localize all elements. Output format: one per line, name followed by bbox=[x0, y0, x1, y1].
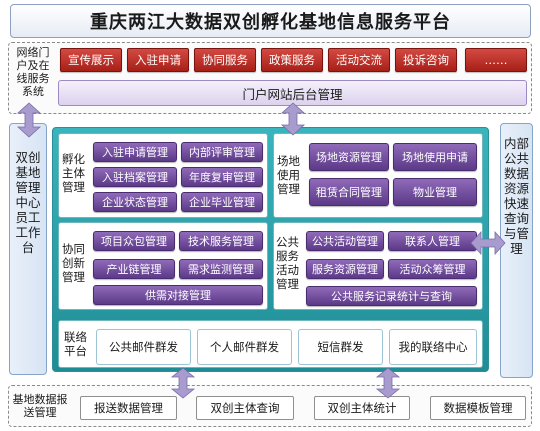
incubation-archive-mgmt[interactable]: 入驻档案管理 bbox=[93, 167, 177, 187]
public-crowdfunding-mgmt[interactable]: 活动众筹管理 bbox=[388, 259, 477, 279]
right-panel bbox=[500, 123, 533, 378]
collab-crowdsourcing-mgmt[interactable]: 项目众包管理 bbox=[93, 231, 175, 251]
collab-industry-chain-mgmt[interactable]: 产业链管理 bbox=[93, 259, 175, 279]
public-service-record-stats[interactable]: 公共服务记录统计与查询 bbox=[306, 286, 477, 306]
left-panel-label: 双创基地管理中心员工工作台 bbox=[15, 150, 41, 255]
arrow-portal-frame-icon bbox=[280, 102, 306, 136]
left-panel bbox=[9, 123, 47, 375]
arrow-frame-report-left-icon bbox=[170, 367, 196, 399]
page-title: 重庆两江大数据双创孵化基地信息服务平台 bbox=[90, 12, 451, 33]
incubation-apply-mgmt[interactable]: 入驻申请管理 bbox=[93, 142, 177, 162]
portal-item-collab[interactable]: 协同服务 bbox=[194, 48, 256, 72]
collab-supply-demand-mgmt[interactable]: 供需对接管理 bbox=[93, 285, 263, 305]
contact-sms[interactable]: 短信群发 bbox=[298, 329, 383, 365]
portal-item-policy[interactable]: 政策服务 bbox=[261, 48, 323, 72]
venue-resource-mgmt[interactable]: 场地资源管理 bbox=[309, 143, 389, 171]
incubation-review-mgmt[interactable]: 内部评审管理 bbox=[181, 142, 263, 162]
report-subject-query[interactable]: 双创主体查询 bbox=[196, 396, 294, 420]
portal-backend-bar[interactable]: 门户网站后台管理 bbox=[58, 80, 527, 106]
arrow-frame-report-right-icon bbox=[375, 367, 401, 399]
contact-public-mail[interactable]: 公共邮件群发 bbox=[96, 329, 191, 365]
report-data-mgmt[interactable]: 报送数据管理 bbox=[80, 396, 177, 420]
contact-label: 联络平台 bbox=[64, 330, 87, 358]
venue-usage-apply[interactable]: 场地使用申请 bbox=[393, 143, 477, 171]
report-subject-stats[interactable]: 双创主体统计 bbox=[314, 396, 410, 420]
public-service-label: 公共服务活动管理 bbox=[276, 235, 299, 291]
right-panel-label: 内部公共数据资源快速查询与管理 bbox=[503, 136, 529, 256]
collab-tech-service-mgmt[interactable]: 技术服务管理 bbox=[179, 231, 263, 251]
contact-my-center[interactable]: 我的联络中心 bbox=[389, 329, 477, 365]
incubation-graduation-mgmt[interactable]: 企业毕业管理 bbox=[181, 192, 263, 212]
arrow-portal-left-panel-icon bbox=[16, 102, 42, 138]
public-activity-mgmt[interactable]: 公共活动管理 bbox=[306, 231, 384, 251]
public-contact-mgmt[interactable]: 联系人管理 bbox=[388, 231, 477, 251]
title-box: 重庆两江大数据双创孵化基地信息服务平台 bbox=[10, 4, 531, 38]
arrow-frame-right-panel-icon bbox=[470, 230, 506, 256]
venue-label: 场地使用管理 bbox=[277, 154, 300, 196]
report-template-mgmt[interactable]: 数据模板管理 bbox=[430, 396, 526, 420]
collab-demand-monitor-mgmt[interactable]: 需求监测管理 bbox=[179, 259, 263, 279]
portal-item-complaint[interactable]: 投诉咨询 bbox=[395, 48, 457, 72]
report-label: 基地数据报送管理 bbox=[12, 393, 68, 419]
incubation-label: 孵化主体管理 bbox=[62, 152, 85, 194]
portal-item-more[interactable]: …… bbox=[465, 48, 527, 72]
collab-label: 协同创新管理 bbox=[62, 242, 85, 284]
portal-item-apply[interactable]: 入驻申请 bbox=[127, 48, 189, 72]
portal-item-activity[interactable]: 活动交流 bbox=[328, 48, 390, 72]
portal-item-promo[interactable]: 宣传展示 bbox=[60, 48, 122, 72]
incubation-annual-review-mgmt[interactable]: 年度复审管理 bbox=[181, 167, 263, 187]
venue-lease-contract-mgmt[interactable]: 租赁合同管理 bbox=[309, 178, 389, 206]
public-service-resource-mgmt[interactable]: 服务资源管理 bbox=[306, 259, 384, 279]
portal-label: 网络门户及在线服务系统 bbox=[16, 46, 50, 98]
venue-property-mgmt[interactable]: 物业管理 bbox=[393, 178, 477, 206]
contact-personal-mail[interactable]: 个人邮件群发 bbox=[197, 329, 292, 365]
incubation-status-mgmt[interactable]: 企业状态管理 bbox=[93, 192, 177, 212]
